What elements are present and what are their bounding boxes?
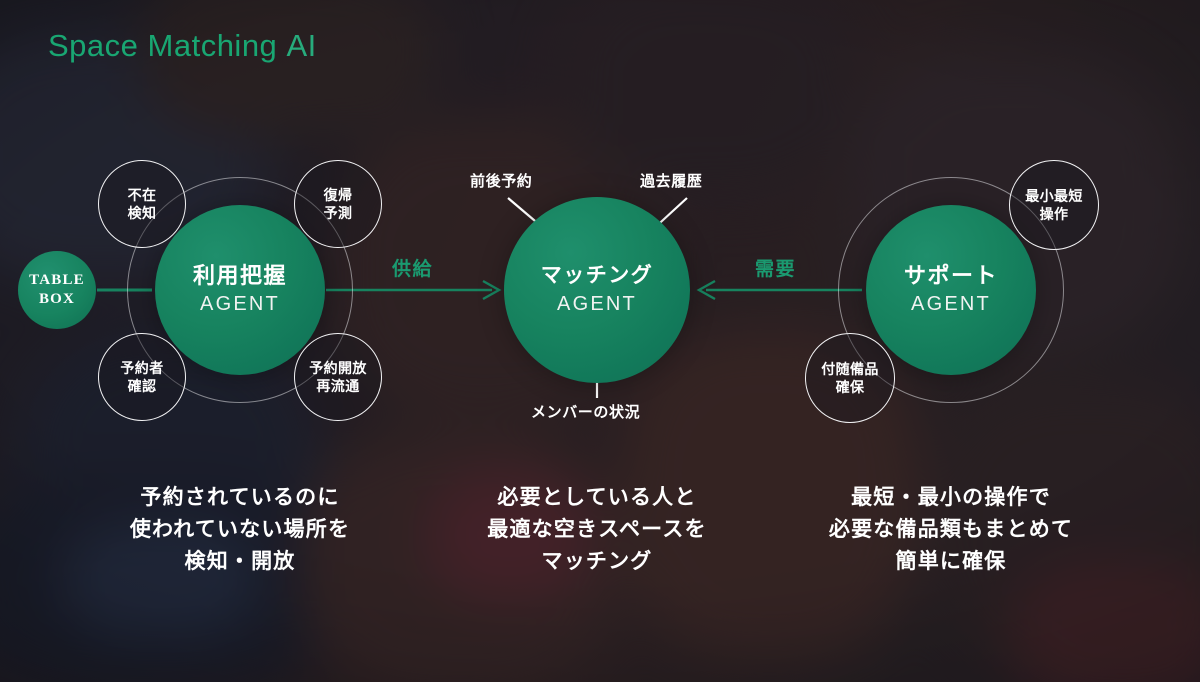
demand-flow-label: 需要 xyxy=(755,259,797,280)
caption-support-line2: 必要な備品類もまとめて xyxy=(828,517,1074,541)
usage-satellite-absence-detection[interactable]: 不在 検知 xyxy=(98,160,186,248)
tablebox-node[interactable]: TABLE BOX xyxy=(18,251,96,329)
callout-member-status: メンバーの状況 xyxy=(531,404,641,421)
usage-agent-core[interactable]: 利用把握 AGENT xyxy=(155,205,325,375)
callout-past-history: 過去履歴 xyxy=(640,173,703,190)
caption-usage-line3: 検知・開放 xyxy=(184,549,296,573)
satellite-label-line2: 検知 xyxy=(127,205,157,221)
usage-satellite-release-recirculate[interactable]: 予約開放 再流通 xyxy=(294,333,382,421)
satellite-label-line1: 最小最短 xyxy=(1025,187,1083,204)
support-satellite-equipment-securing[interactable]: 付随備品 確保 xyxy=(805,333,895,423)
caption-matching: 必要としている人と 最適な空きスペースを マッチング xyxy=(432,482,762,578)
matching-agent-core[interactable]: マッチング AGENT xyxy=(504,197,690,383)
caption-usage: 予約されているのに 使われていない場所を 検知・開放 xyxy=(75,482,405,578)
satellite-label-line2: 再流通 xyxy=(316,378,360,394)
usage-agent-subtitle: AGENT xyxy=(200,293,280,316)
callout-before-after-reservation: 前後予約 xyxy=(470,173,533,190)
support-agent-subtitle: AGENT xyxy=(911,293,991,316)
caption-usage-line1: 予約されているのに xyxy=(140,486,340,509)
supply-flow-label: 供給 xyxy=(392,259,434,280)
satellite-label-line1: 付随備品 xyxy=(821,360,879,377)
satellite-label-line2: 確認 xyxy=(127,378,157,394)
satellite-label-line1: 復帰 xyxy=(323,186,353,203)
matching-agent-title: マッチング xyxy=(540,264,654,288)
demand-arrow-head xyxy=(696,279,716,301)
page-title-bold: Space Matching xyxy=(48,28,278,63)
tablebox-label-line2: BOX xyxy=(38,291,76,307)
matching-agent-subtitle: AGENT xyxy=(557,292,637,315)
caption-support-line3: 簡単に確保 xyxy=(895,549,1007,573)
tablebox-label-line1: TABLE xyxy=(29,272,85,289)
caption-support: 最短・最小の操作で 必要な備品類もまとめて 簡単に確保 xyxy=(786,482,1116,578)
usage-satellite-return-prediction[interactable]: 復帰 予測 xyxy=(294,160,382,248)
support-satellite-minimal-operation[interactable]: 最小最短 操作 xyxy=(1009,160,1099,250)
satellite-label-line1: 不在 xyxy=(127,186,157,203)
satellite-label-line1: 予約開放 xyxy=(309,359,367,376)
page-title-light: AI xyxy=(286,28,317,63)
caption-matching-line2: 最適な空きスペースを xyxy=(487,517,707,541)
supply-arrow-head xyxy=(482,279,502,301)
page-title: Space Matching AI xyxy=(48,28,317,64)
satellite-label-line1: 予約者 xyxy=(120,359,164,376)
usage-satellite-reserver-check[interactable]: 予約者 確認 xyxy=(98,333,186,421)
caption-matching-line1: 必要としている人と xyxy=(497,486,697,509)
caption-usage-line2: 使われていない場所を xyxy=(129,517,351,541)
satellite-label-line2: 操作 xyxy=(1039,206,1069,222)
satellite-label-line2: 確保 xyxy=(835,379,865,395)
usage-outer-ring xyxy=(127,177,353,403)
satellite-label-line2: 予測 xyxy=(323,205,353,221)
support-agent-title: サポート xyxy=(903,262,998,288)
caption-support-line1: 最短・最小の操作で xyxy=(851,486,1051,509)
caption-matching-line3: マッチング xyxy=(541,549,653,573)
support-outer-ring xyxy=(838,177,1064,403)
support-agent-core[interactable]: サポート AGENT xyxy=(866,205,1036,375)
usage-agent-title: 利用把握 xyxy=(192,262,287,288)
